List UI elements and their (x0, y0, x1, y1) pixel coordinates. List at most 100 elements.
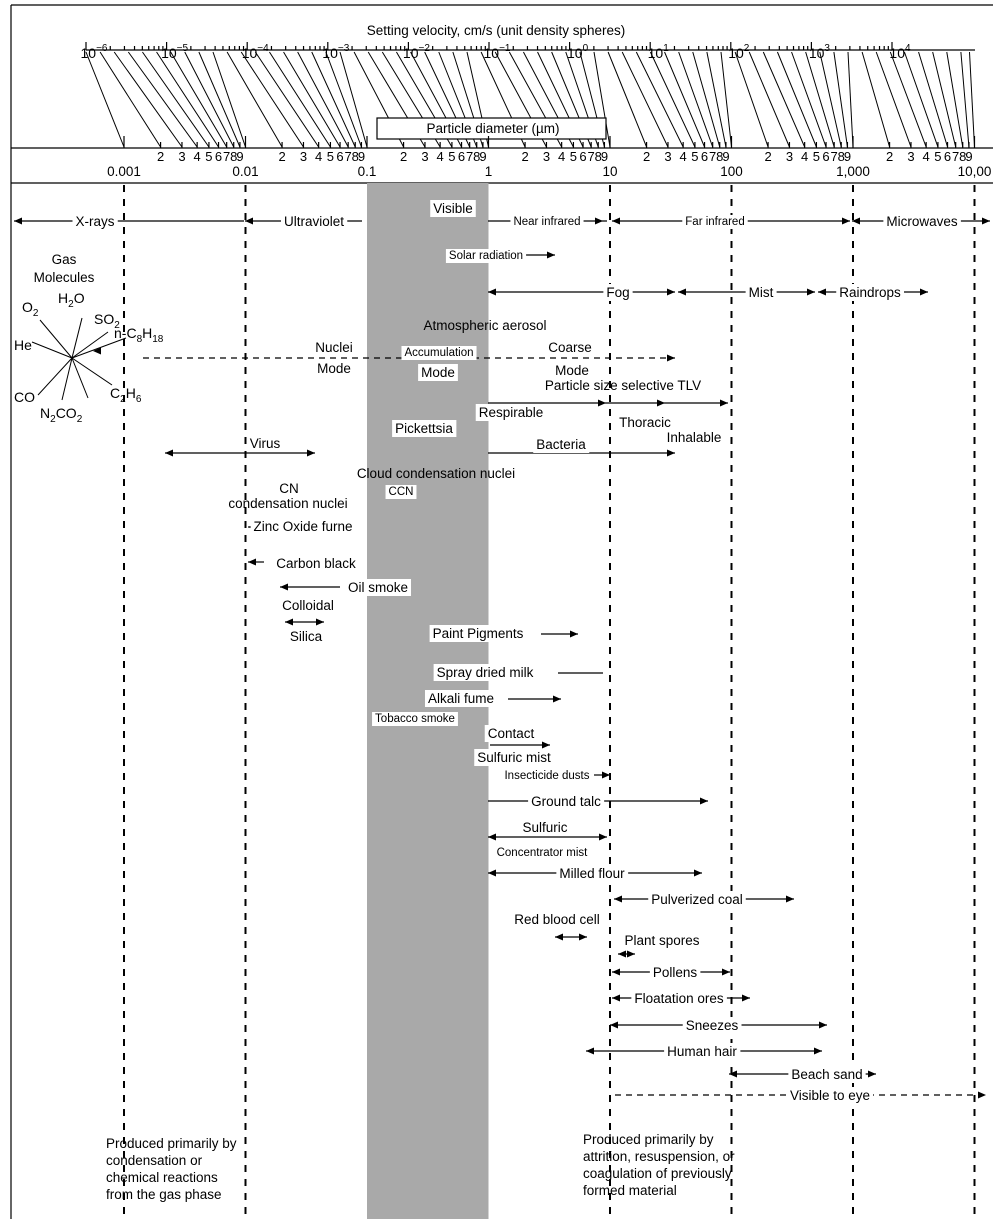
label-background (528, 793, 605, 810)
diameter-minor-label: 3 (786, 149, 793, 164)
diameter-decade-label: 1 (485, 164, 493, 179)
cn-label: CN (279, 481, 299, 496)
diameter-minor-label: 5 (691, 149, 698, 164)
ccn-title-label: Cloud condensation nuclei (357, 466, 515, 481)
label-background (836, 284, 905, 301)
diameter-velocity-link (734, 51, 769, 148)
arrowhead-right-icon (542, 741, 550, 749)
diameter-minor-label: 3 (664, 149, 671, 164)
diameter-velocity-link (339, 51, 368, 148)
velocity-tick-label: 10−2 (403, 43, 430, 61)
label-background (424, 690, 498, 707)
diameter-minor-label: 2 (400, 149, 407, 164)
arrowhead-right-icon (807, 288, 815, 296)
pickettsia-label: Pickettsia (395, 421, 453, 436)
label-background (392, 420, 457, 437)
sulfuric-label: Sulfuric (522, 820, 567, 835)
diameter-velocity-link (113, 51, 183, 148)
label-background (682, 215, 748, 229)
arrowhead-right-icon (595, 217, 603, 225)
arrowhead-right-icon (978, 1091, 986, 1099)
diameter-minor-label: 9 (722, 149, 729, 164)
velocity-tick-label: 10−3 (322, 43, 349, 61)
label-background (616, 414, 675, 431)
diameter-minor-label: 8 (352, 149, 359, 164)
arrowhead-right-icon (720, 399, 728, 407)
footnote-left-line: from the gas phase (106, 1187, 222, 1202)
pollens-label: Pollens (653, 965, 698, 980)
label-background (372, 712, 458, 726)
sand-label: Beach sand (791, 1067, 862, 1082)
diameter-velocity-link (269, 51, 331, 148)
diameter-velocity-link (156, 51, 219, 148)
diameter-minor-label: 8 (473, 149, 480, 164)
diameter-decade-label: 100 (720, 164, 743, 179)
label-background (312, 339, 356, 356)
label-background (401, 346, 477, 360)
diameter-velocity-link (240, 51, 304, 148)
diameter-minor-label: 4 (194, 149, 201, 164)
molecule-spoke (37, 357, 73, 396)
diameter-velocity-link (903, 51, 939, 148)
alkali-label: Alkali fume (428, 691, 494, 706)
diameter-minor-label: 3 (178, 149, 185, 164)
co-formula: CO (14, 389, 35, 405)
bacteria-label: Bacteria (536, 437, 586, 452)
diameter-minor-label: 4 (315, 149, 322, 164)
ores-label: Floatation ores (634, 991, 724, 1006)
velocity-tick-label: 10−6 (81, 43, 108, 61)
diameter-minor-label: 3 (543, 149, 550, 164)
arrowhead-left-icon (165, 449, 173, 457)
far-infrared-label: Far infrared (685, 216, 744, 228)
diameter-minor-label: 2 (764, 149, 771, 164)
diameter-velocity-link (142, 51, 210, 148)
diameter-decade-label: 0.1 (358, 164, 377, 179)
accumulation-mode-label: Mode (421, 365, 455, 380)
diameter-velocity-link (649, 51, 696, 148)
diameter-minor-label: 8 (959, 149, 966, 164)
molecule-spoke (71, 357, 113, 386)
diameter-velocity-link (706, 51, 727, 148)
thoracic-label: Thoracic (619, 415, 671, 430)
arrowhead-right-icon (316, 618, 324, 626)
diameter-minor-label: 4 (558, 149, 565, 164)
ultraviolet-label: Ultraviolet (284, 214, 344, 229)
label-background (430, 200, 476, 217)
diameter-minor-label: 7 (831, 149, 838, 164)
label-background (474, 749, 555, 766)
velocity-axis-title: Setting velocity, cm/s (unit density sph… (367, 23, 626, 38)
label-background (385, 485, 417, 499)
molecule-spoke (71, 317, 83, 359)
arrowhead-left-icon (555, 933, 563, 941)
molecule-spoke (71, 337, 127, 359)
fog-label: Fog (606, 285, 629, 300)
diameter-velocity-link (593, 51, 611, 148)
arrowhead-left-icon (245, 217, 253, 225)
diameter-velocity-link (861, 51, 891, 148)
label-background (475, 404, 547, 421)
diameter-minor-label: 6 (458, 149, 465, 164)
microwaves-label: Microwaves (886, 214, 958, 229)
diameter-minor-label: 7 (952, 149, 959, 164)
label-background (786, 1087, 874, 1104)
diameter-velocity-link (762, 51, 806, 148)
diameter-minor-label: 4 (801, 149, 808, 164)
arrowhead-left-icon (612, 217, 620, 225)
diameter-minor-label: 5 (205, 149, 212, 164)
label-background (648, 891, 746, 908)
label-background (682, 1017, 742, 1034)
diameter-decade-label: 0.001 (107, 164, 141, 179)
arrowhead-left-icon (488, 833, 496, 841)
he-formula: He (14, 337, 32, 353)
gas-title: Molecules (34, 270, 95, 285)
arrowhead-left-icon (852, 217, 860, 225)
diameter-decade-label: 1,000 (836, 164, 870, 179)
colloidal-label: Colloidal (282, 598, 334, 613)
diameter-minor-label: 8 (716, 149, 723, 164)
arrowhead-left-icon (614, 895, 622, 903)
solar-label: Solar radiation (449, 250, 523, 262)
insecticide-label: Insecticide dusts (504, 770, 589, 782)
inhalable-label: Inhalable (667, 430, 722, 445)
label-background (273, 555, 360, 572)
